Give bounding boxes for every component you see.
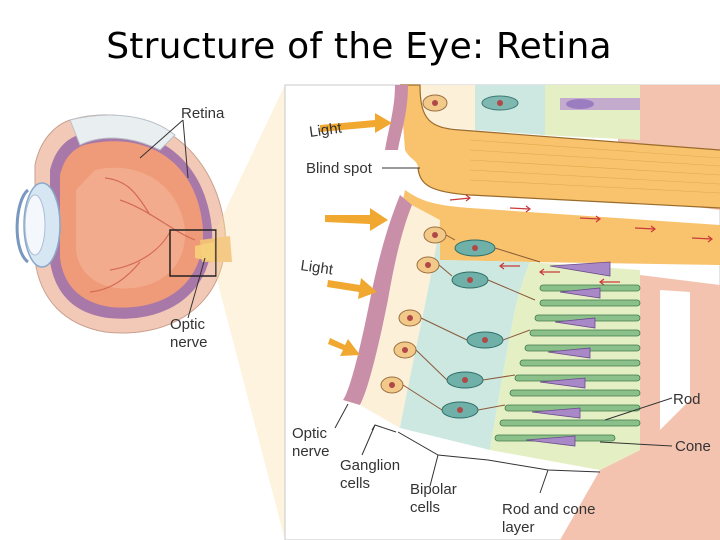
label-ganglion-cells: Ganglion cells [340, 457, 401, 492]
label-cone: Cone [675, 438, 711, 455]
label-optic-nerve-small: Optic nerve [170, 316, 208, 351]
eyeball-illustration [15, 85, 285, 540]
page-title: Structure of the Eye: Retina [106, 26, 612, 67]
label-blind-spot: Blind spot [306, 160, 373, 177]
label-light-mid: Light [299, 257, 334, 278]
retina-detail-panel [284, 84, 720, 540]
label-light-top: Light [308, 119, 343, 140]
label-retina: Retina [181, 105, 225, 122]
label-optic-nerve-big: Optic nerve [292, 425, 330, 460]
photoreceptor-row [494, 284, 641, 442]
label-rod: Rod [673, 391, 701, 408]
label-bipolar-cells: Bipolar cells [410, 481, 457, 516]
label-rod-and-cone-layer: Rod and cone layer [502, 501, 596, 536]
